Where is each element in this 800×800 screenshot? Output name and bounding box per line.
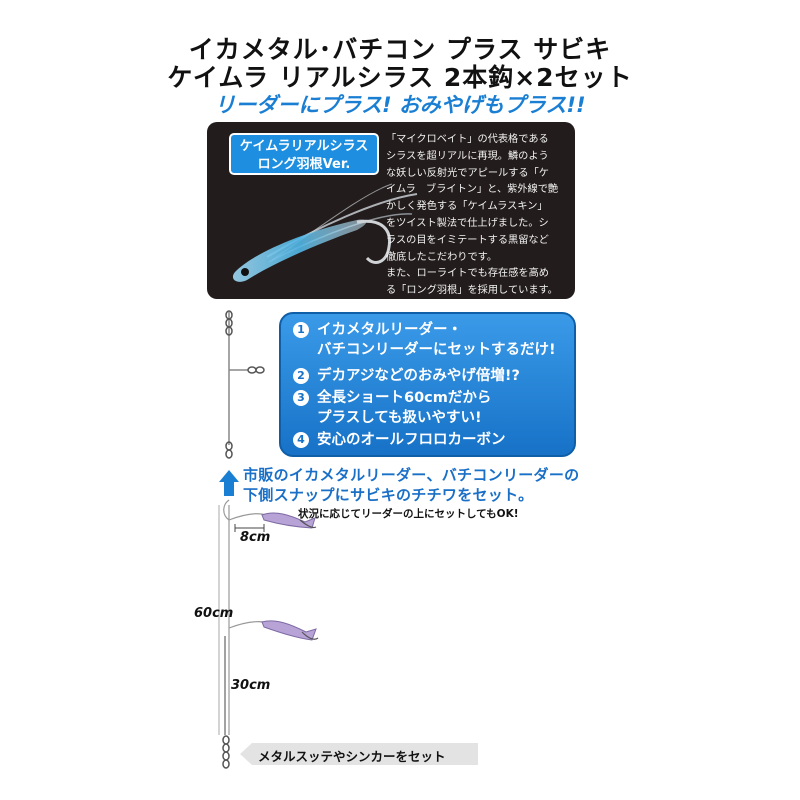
instruction-text: 市販のイカメタルリーダー、バチコンリーダーの 下側スナップにサビキのチチワをセッ… [243, 465, 579, 505]
badge-line-1: ケイムラリアルシラス [239, 139, 369, 154]
feature-text: 全長ショート60cmだから [317, 390, 492, 406]
bottom-banner [240, 743, 478, 765]
feature-text: プラスしても扱いやすい! [317, 410, 482, 426]
features-box: 1 イカメタルリーダー・ バチコンリーダーにセットするだけ! 2 デカアジなどの… [279, 312, 576, 457]
feature-text: バチコンリーダーにセットするだけ! [317, 342, 556, 358]
desc-line: シラスを超リアルに再現。鱗のよう [386, 150, 549, 162]
feature-item-4: 4 安心のオールフロロカーボン [293, 430, 506, 450]
swivel-top [225, 310, 233, 336]
title-line-1: イカメタル･バチコン プラス サビキ [188, 35, 612, 64]
product-badge: ケイムラリアルシラス ロング羽根Ver. [229, 133, 379, 175]
feature-number: 2 [293, 368, 309, 384]
title-line-2: ケイムラ リアルシラス 2本鈎×2セット [167, 63, 633, 92]
feature-item-3: 3 全長ショート60cmだから プラスしても扱いやすい! [293, 388, 491, 428]
feature-item-2: 2 デカアジなどのおみやげ倍増!? [293, 366, 520, 386]
desc-line: 徹底したこだわりです。 [386, 251, 498, 263]
desc-line: かしく発色する「ケイムラスキン」 [386, 201, 548, 213]
feature-number: 1 [293, 322, 309, 338]
feature-text: イカメタルリーダー・ [317, 322, 462, 338]
tagline: リーダーにプラス! おみやげもプラス!! [214, 93, 586, 117]
desc-line: ラスの目をイミテートする黒留など [386, 234, 549, 246]
desc-line: 「マイクロベイト」の代表格である [386, 134, 549, 145]
lure-illustration [232, 183, 418, 282]
badge-line-2: ロング羽根Ver. [257, 157, 351, 172]
product-description: 「マイクロベイト」の代表格である シラスを超リアルに再現。鱗のよう な妖しい反射… [386, 132, 568, 299]
bait-1 [261, 512, 316, 529]
desc-line: な妖しい反射光でアピールする「ケ [386, 167, 549, 179]
dimension-lower: 30cm [231, 678, 271, 693]
bottom-label: メタルスッテやシンカーをセット [258, 749, 446, 764]
feature-text: 安心のオールフロロカーボン [317, 432, 506, 448]
dimension-total: 60cm [194, 606, 234, 621]
feature-text: デカアジなどのおみやげ倍増!? [317, 368, 520, 384]
desc-line: また、ローライトでも存在感を高め [386, 268, 549, 280]
desc-line: イムラ ブライトン」と、紫外線で艶 [386, 184, 559, 196]
instruction-line-1: 市販のイカメタルリーダー、バチコンリーダーの [243, 466, 580, 484]
feature-item-1: 1 イカメタルリーダー・ バチコンリーダーにセットするだけ! [293, 320, 556, 360]
instruction-line-2: 下側スナップにサビキのチチワをセット。 [243, 486, 534, 504]
desc-line: をツイスト製法で仕上げました。シ [386, 217, 549, 229]
instruction-note: 状況に応じてリーダーの上にセットしてもOK! [298, 508, 519, 520]
product-panel: ケイムラリアルシラス ロング羽根Ver. 「マイクロベイト」の代表格である シラ… [207, 122, 575, 299]
feature-number: 3 [293, 390, 309, 406]
feature-number: 4 [293, 432, 309, 448]
desc-line: る「ロング羽根」を採用しています。 [386, 285, 558, 297]
bait-2 [261, 620, 317, 641]
dimension-branch: 8cm [240, 530, 271, 545]
